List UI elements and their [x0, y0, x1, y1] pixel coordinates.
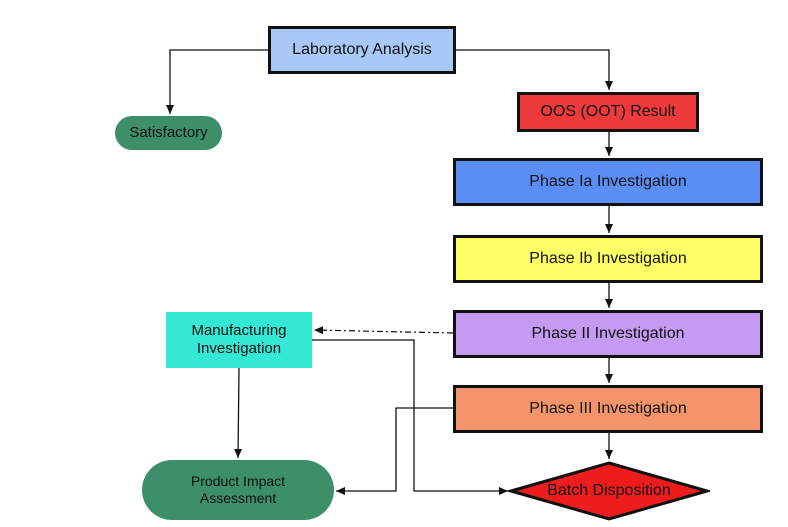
edge-lab-to-oos	[456, 49, 613, 90]
oos-result-label: OOS (OOT) Result	[540, 103, 676, 121]
laboratory-analysis-label: Laboratory Analysis	[292, 41, 432, 59]
edge-manufacturing-to-product-impact	[234, 367, 243, 459]
phase-3-investigation-node: Phase III Investigation	[453, 385, 763, 433]
phase-1b-investigation-label: Phase Ib Investigation	[529, 250, 687, 268]
manufacturing-investigation-label-line1: Manufacturing	[191, 322, 287, 339]
phase-1b-investigation-node: Phase Ib Investigation	[453, 235, 763, 283]
edge-phase2-to-manufacturing	[313, 326, 454, 335]
edge-lab-to-satisfactory	[166, 49, 268, 114]
batch-disposition-diamond	[508, 461, 710, 521]
product-impact-assessment-node: Product Impact Assessment	[142, 460, 334, 520]
phase-2-investigation-node: Phase II Investigation	[453, 310, 763, 358]
product-impact-assessment-label-line1: Product Impact	[190, 473, 286, 490]
manufacturing-investigation-label-line2: Investigation	[196, 340, 282, 357]
satisfactory-node: Satisfactory	[115, 116, 222, 150]
laboratory-analysis-node: Laboratory Analysis	[268, 26, 456, 74]
phase-2-investigation-label: Phase II Investigation	[531, 325, 685, 343]
edge-manufacturing-to-batch	[312, 339, 508, 495]
batch-disposition-node: Batch Disposition	[508, 461, 710, 521]
phase-3-investigation-label: Phase III Investigation	[529, 400, 687, 418]
phase-1a-investigation-node: Phase Ia Investigation	[453, 158, 763, 206]
phase-1a-investigation-label: Phase Ia Investigation	[529, 173, 687, 191]
manufacturing-investigation-node: Manufacturing Investigation	[166, 312, 312, 368]
oos-result-node: OOS (OOT) Result	[517, 92, 699, 132]
edge-phase3-to-product-impact	[336, 407, 453, 495]
product-impact-assessment-label-line2: Assessment	[199, 490, 277, 506]
satisfactory-label: Satisfactory	[129, 124, 208, 141]
batch-disposition-label: Batch Disposition	[547, 482, 671, 500]
